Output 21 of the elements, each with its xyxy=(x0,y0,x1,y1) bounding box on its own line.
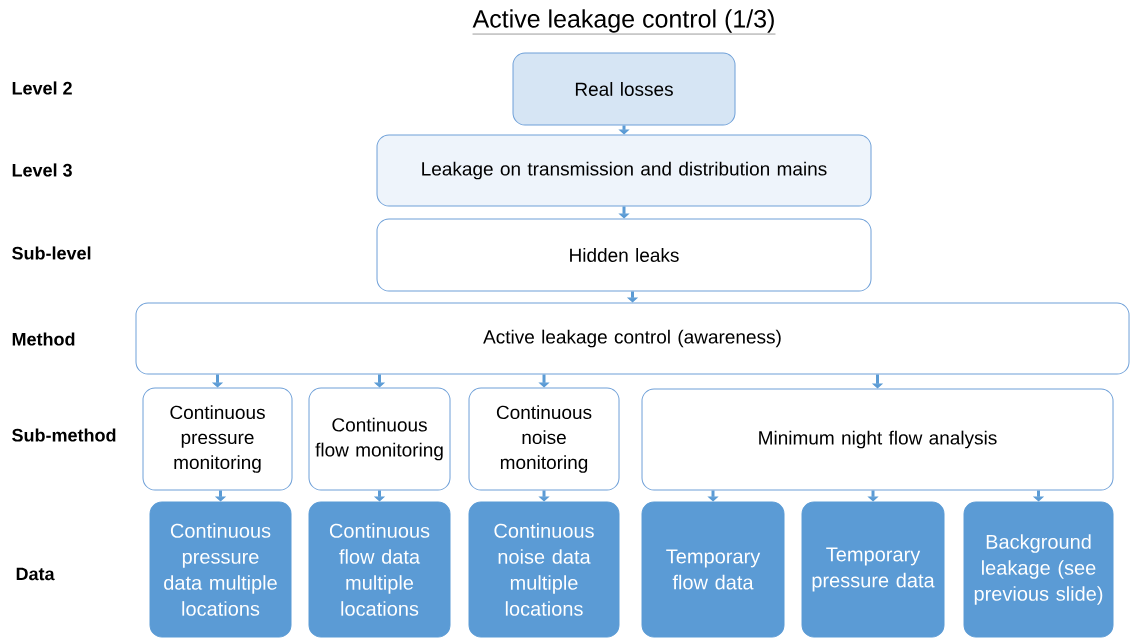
method-box: Continuous pressure monitoring xyxy=(142,387,293,491)
level-label: Data xyxy=(16,567,55,581)
data-box: Temporary flow data xyxy=(641,501,785,638)
level-label: Level 3 xyxy=(12,163,72,177)
method-box: Continuous flow monitoring xyxy=(308,387,451,491)
level-label: Sub-level xyxy=(12,246,91,260)
method-box: Active leakage control (awareness) xyxy=(135,302,1130,375)
method-box: Minimum night flow analysis xyxy=(641,388,1114,491)
title: Active leakage control (1/3) xyxy=(472,9,776,35)
category-box: Leakage on transmission and distribution mains xyxy=(376,134,872,207)
category-box: Real losses xyxy=(512,52,736,126)
level-label: Method xyxy=(12,332,75,346)
data-box: Continuous flow data multiple locations xyxy=(308,501,451,638)
level-label: Level 2 xyxy=(12,81,72,95)
data-box: Continuous pressure data multiple locations xyxy=(149,501,292,638)
data-box: Continuous noise data multiple locations xyxy=(468,501,620,638)
level-label: Sub-method xyxy=(12,428,116,442)
method-box: Continuous noise monitoring xyxy=(468,387,620,491)
data-box: Background leakage (see previous slide) xyxy=(963,501,1114,638)
data-box: Temporary pressure data xyxy=(801,501,945,638)
method-box: Hidden leaks xyxy=(376,218,872,292)
